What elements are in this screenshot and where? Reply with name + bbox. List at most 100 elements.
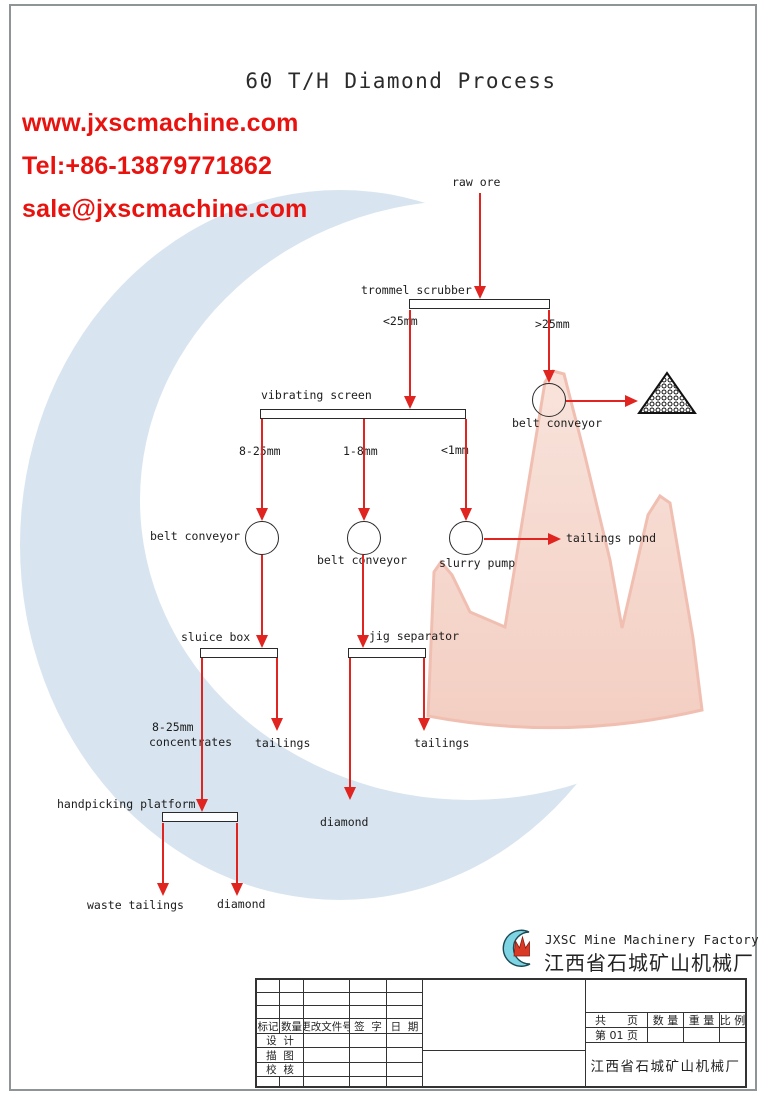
arrowhead-right [548, 533, 561, 545]
flow-line [409, 310, 411, 396]
title-block-info-table: 共 页 数 量 重 量 比 例 第 01 页 江西省石城矿山机械厂 [585, 980, 745, 1086]
title-block-cell [280, 1077, 304, 1086]
belt-conveyor-oversize-label: belt conveyor [512, 416, 603, 430]
flow-line [261, 419, 263, 508]
jxsc-logo-icon [502, 929, 531, 967]
factory-name-cell: 江西省石城矿山机械厂 [590, 1058, 741, 1075]
phone-number: Tel:+86-13879771862 [22, 152, 273, 180]
title-block-cell [387, 1006, 423, 1019]
page-number-cell: 第 01 页 [586, 1028, 648, 1043]
title-block-cell [257, 993, 280, 1006]
title-block-cell [280, 993, 304, 1006]
col-qty-header: 数量 [280, 1019, 304, 1034]
arrowhead-down [231, 883, 243, 896]
slurry-pump-label: slurry pump [439, 556, 516, 570]
title-block-cell [387, 1048, 423, 1063]
flow-line [236, 823, 238, 883]
crown-watermark [426, 369, 704, 730]
col-date-header: 日 期 [387, 1019, 423, 1034]
belt-conveyor-coarse-label: belt conveyor [149, 529, 240, 543]
slurry-pump-node [449, 521, 483, 555]
undersize-25mm-label: <25mm [383, 314, 418, 328]
title-block-cell [257, 1006, 280, 1019]
arrowhead-right [625, 395, 638, 407]
raw-ore-label: raw ore [452, 175, 501, 189]
factory-name-cn: 江西省石城矿山机械厂 [544, 951, 754, 975]
arrowhead-down [271, 718, 283, 731]
flow-line [363, 419, 365, 508]
handpick-diamond-label: diamond [217, 897, 266, 911]
col-sign-header: 签 字 [350, 1019, 387, 1034]
page-border [9, 4, 757, 1091]
logo-crown-icon [513, 935, 530, 957]
flow-line [349, 658, 351, 787]
page-title: 60 T/H Diamond Process [245, 69, 557, 93]
title-block-cell [257, 980, 280, 993]
arrowhead-down [404, 396, 416, 409]
arrowhead-down [358, 508, 370, 521]
scale-cell: 比 例 [720, 1014, 745, 1028]
title-block: 标记 数量 更改文件号 签 字 日 期 设 计 描 图 校 核 [255, 978, 747, 1088]
oversize-25mm-label: >25mm [535, 317, 570, 331]
jig-diamond-label: diamond [320, 815, 369, 829]
trommel-scrubber-node [409, 299, 550, 309]
flow-line [261, 555, 263, 635]
sluice-box-label: sluice box [181, 630, 251, 644]
title-block-cell [350, 1048, 387, 1063]
arrowhead-down [157, 883, 169, 896]
trommel-scrubber-label: trommel scrubber [361, 283, 472, 297]
title-block-cell [350, 1006, 387, 1019]
flow-line [423, 658, 425, 718]
factory-name-en: JXSC Mine Machinery Factory [545, 932, 759, 947]
website-link: www.jxscmachine.com [22, 109, 299, 137]
title-block-cell [350, 980, 387, 993]
belt-conveyor-middlings-node [347, 521, 381, 555]
sluice-box-node [200, 648, 278, 658]
title-block-cell [350, 1034, 387, 1048]
title-block-cell [684, 1028, 720, 1043]
sluice-tailings-label: tailings [255, 736, 311, 750]
title-block-cell [304, 1063, 350, 1077]
title-block-cell [304, 1077, 350, 1086]
arrowhead-down [357, 635, 369, 648]
title-block-cell [720, 1028, 745, 1043]
waste-stockpile-icon [637, 371, 697, 414]
concentrates-label-line1: 8-25mm [152, 720, 194, 734]
jig-tailings-label: tailings [414, 736, 470, 750]
title-block-revision-table: 标记 数量 更改文件号 签 字 日 期 设 计 描 图 校 核 [257, 980, 423, 1086]
vibrating-screen-node [260, 409, 466, 419]
flow-line [465, 419, 467, 508]
flow-line [201, 658, 203, 799]
arrowhead-down [543, 370, 555, 383]
flow-line [276, 658, 278, 718]
title-block-cell [304, 1034, 350, 1048]
title-block-cell [304, 980, 350, 993]
title-block-cell [387, 1034, 423, 1048]
arrowhead-down [196, 799, 208, 812]
flow-line [479, 193, 481, 286]
title-block-cell [304, 1006, 350, 1019]
arrowhead-down [460, 508, 472, 521]
title-block-cell [648, 1028, 684, 1043]
total-pages-cell: 共 页 [586, 1013, 648, 1028]
arrowhead-down [256, 635, 268, 648]
title-block-cell [387, 1063, 423, 1077]
row-check-label: 校 核 [257, 1063, 304, 1077]
arrowhead-down [344, 787, 356, 800]
handpicking-platform-label: handpicking platform [57, 797, 196, 811]
jig-separator-node [348, 648, 426, 658]
flow-line [362, 555, 364, 635]
title-block-cell [257, 1077, 280, 1086]
row-design-label: 设 计 [257, 1034, 304, 1048]
title-block-cell [387, 993, 423, 1006]
belt-conveyor-oversize-node [532, 383, 566, 417]
email-address: sale@jxscmachine.com [22, 195, 308, 223]
arrowhead-down [474, 286, 486, 299]
concentrates-label-line2: concentrates [149, 735, 233, 749]
col-change-doc-header: 更改文件号 [304, 1019, 350, 1034]
flow-line [566, 400, 625, 402]
vibrating-screen-label: vibrating screen [261, 388, 372, 402]
arrowhead-down [418, 718, 430, 731]
size-under-1mm-label: <1mm [441, 443, 469, 457]
